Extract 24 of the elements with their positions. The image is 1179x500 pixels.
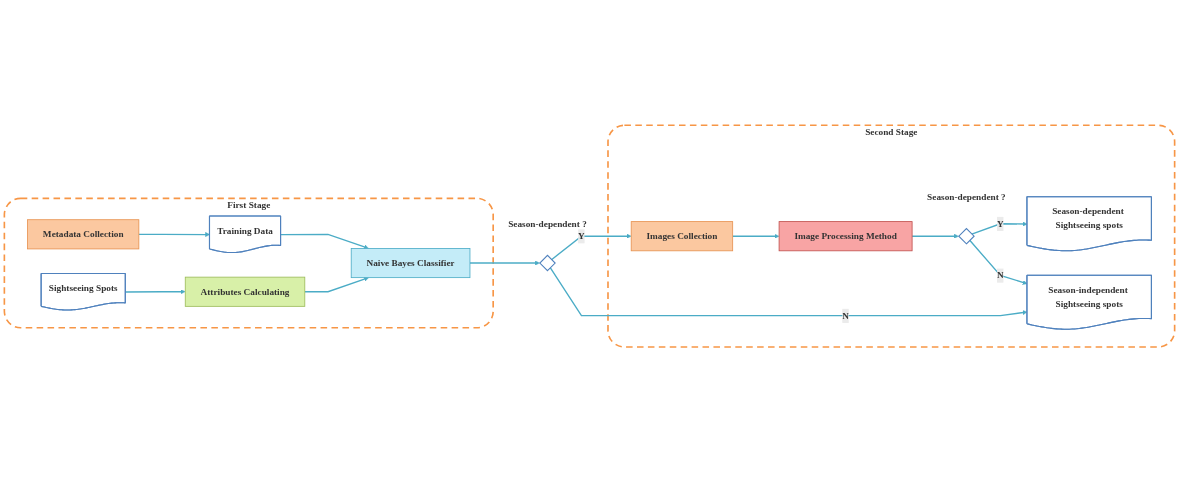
edge-label: N [842,310,849,321]
arrow [911,233,959,239]
arrow [280,233,369,250]
arrow [138,232,210,237]
node-box: Images Collection [630,221,734,252]
node-box: Naive Bayes Classifier [350,248,471,279]
node-label: Season-dependent ? [508,219,587,230]
edge-label: Y [997,218,1004,229]
arrow [732,233,780,239]
edge-label: Y [578,230,585,242]
arrow [969,239,1028,285]
edge-label: N [997,270,1004,281]
arrow [304,276,369,293]
node-label: Season-dependent ? [927,192,1006,203]
arrow [549,266,1028,317]
node-diamond [958,227,975,245]
node-box: Attributes Calculating [184,276,306,307]
arrow [469,260,540,266]
node-diamond [539,254,556,272]
node-box: Metadata Collection [27,219,140,250]
arrow [971,221,1028,235]
arrow [550,233,632,261]
arrow [124,289,186,295]
node-box: Image Processing Method [778,221,913,252]
